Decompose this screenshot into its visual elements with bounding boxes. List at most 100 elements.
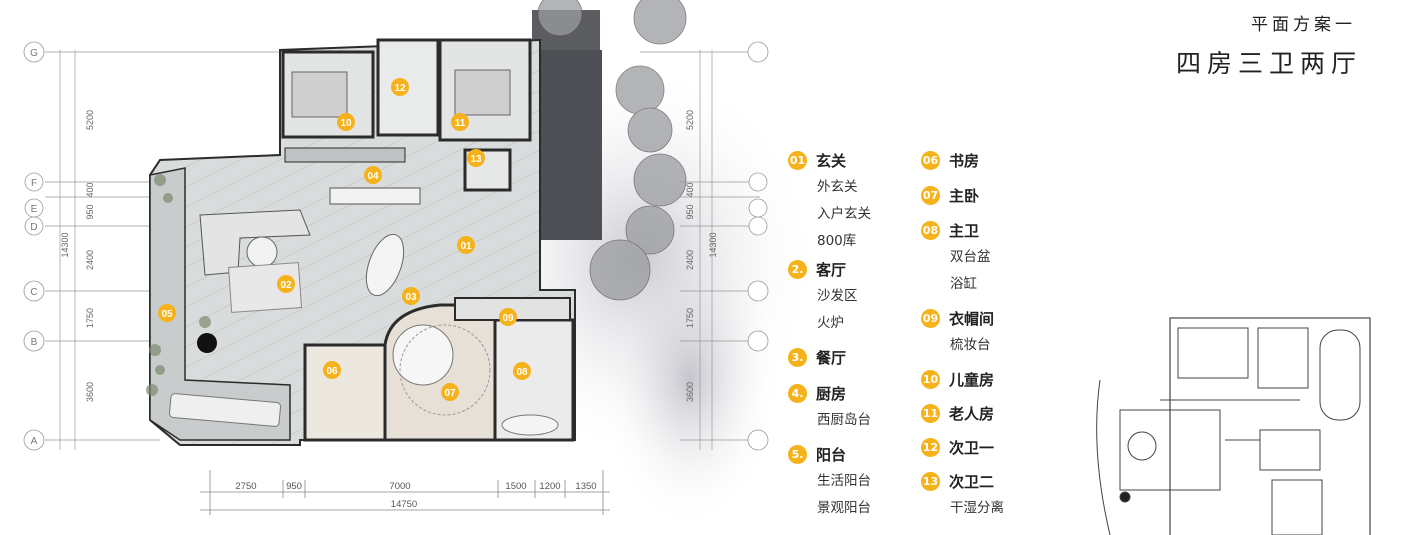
legend-sub: 生活阳台 <box>817 473 871 489</box>
legend-badge: 4. <box>788 383 807 403</box>
svg-text:13: 13 <box>470 154 482 165</box>
svg-text:11: 11 <box>455 118 466 129</box>
axis-circles-right <box>747 41 769 451</box>
marker-02: 02 <box>277 275 295 293</box>
legend-sub: 西厨岛台 <box>817 412 871 428</box>
marker-11: 11 <box>451 113 469 131</box>
bed-11 <box>454 69 511 116</box>
room-13 <box>463 148 512 192</box>
legend-item: 06 书房 <box>921 146 1004 174</box>
legend-name: 玄关 <box>816 151 847 170</box>
axis-label: B <box>31 337 38 348</box>
plan-title: 四房三卫两厅 <box>1175 49 1362 78</box>
legend-item: 12 次卫一 <box>921 433 1004 461</box>
legend-badge: 06 <box>921 150 940 170</box>
plan-subtitle: 平面方案一 <box>1251 15 1356 35</box>
plants <box>146 174 211 396</box>
dim-right: 5200 <box>685 110 695 130</box>
terrace-deck <box>540 50 602 240</box>
marker-01: 01 <box>457 236 475 254</box>
legend-name: 次卫二 <box>949 472 995 491</box>
legend-item: 4. 厨房 <box>788 379 871 407</box>
svg-text:05: 05 <box>161 309 173 320</box>
dim-right: 3600 <box>685 382 695 402</box>
trees <box>537 0 687 301</box>
svg-text:03: 03 <box>405 292 417 303</box>
dim-right: 950 <box>685 204 695 219</box>
marker-09: 09 <box>499 308 517 326</box>
svg-text:12: 12 <box>394 83 406 94</box>
legend-name: 次卫一 <box>949 438 995 457</box>
dim-bottom: 1200 <box>539 481 560 492</box>
dim-total-bottom: 14750 <box>391 499 417 510</box>
marker-05: 05 <box>158 304 176 322</box>
legend-name: 儿童房 <box>949 370 995 389</box>
legend-name: 书房 <box>949 151 980 170</box>
svg-text:07: 07 <box>444 388 456 399</box>
dim-left: 950 <box>85 204 95 219</box>
axis-circles-left <box>23 41 45 451</box>
legend-item: 09 衣帽间 <box>921 304 1004 332</box>
marker-13: 13 <box>467 149 485 167</box>
svg-text:01: 01 <box>460 241 472 252</box>
svg-text:09: 09 <box>502 313 514 324</box>
marker-12: 12 <box>391 78 409 96</box>
legend-badge: 12 <box>921 437 940 457</box>
dim-right: 400 <box>685 182 695 197</box>
legend-item: 2. 客厅 <box>788 255 871 283</box>
legend-item: 5. 阳台 <box>788 440 871 468</box>
marker-10: 10 <box>337 113 355 131</box>
legend-left: 01 玄关 外玄关 入户玄关 800库 2. 客厅 沙发区 火炉 3. 餐厅 4… <box>788 146 871 522</box>
right-axis-grid <box>640 50 760 450</box>
legend-badge: 10 <box>921 369 940 389</box>
marker-03: 03 <box>402 287 420 305</box>
legend-badge: 13 <box>921 471 940 491</box>
kitchen-counter <box>284 147 406 163</box>
dim-left: 1750 <box>85 308 95 328</box>
legend-item: 08 主卫 <box>921 216 1004 244</box>
svg-text:10: 10 <box>340 118 352 129</box>
legend-item: 01 玄关 <box>788 146 871 174</box>
dim-total-right: 14300 <box>708 232 718 257</box>
marker-08: 08 <box>513 362 531 380</box>
sofa <box>199 209 311 276</box>
svg-text:06: 06 <box>326 366 338 377</box>
bed-10 <box>291 71 348 118</box>
legend-name: 老人房 <box>949 404 995 423</box>
dim-left: 2400 <box>85 250 95 270</box>
legend-item: 10 儿童房 <box>921 365 1004 393</box>
svg-text:02: 02 <box>280 280 292 291</box>
axis-label: E <box>31 204 38 215</box>
dining-table <box>365 233 405 297</box>
legend-badge: 2. <box>788 259 807 279</box>
legend-name: 衣帽间 <box>949 309 995 328</box>
legend-badge: 01 <box>788 150 807 170</box>
legend-sub: 800库 <box>817 233 857 249</box>
legend-name: 客厅 <box>816 260 847 279</box>
legend-sub: 火炉 <box>817 315 844 331</box>
legend-badge: 3. <box>788 347 807 367</box>
legend-right: 06 书房 07 主卧 08 主卫 双台盆 浴缸 09 衣帽间 梳妆台 10 儿… <box>921 146 1004 522</box>
lounge-chair <box>168 393 282 427</box>
legend-badge: 07 <box>921 185 940 205</box>
dim-bottom: 1350 <box>575 481 596 492</box>
dim-right: 2400 <box>685 250 695 270</box>
marker-06: 06 <box>323 361 341 379</box>
dim-bottom: 7000 <box>389 481 410 492</box>
fireplace <box>197 333 217 353</box>
axis-label: F <box>31 178 37 189</box>
legend-sub: 浴缸 <box>950 276 977 292</box>
legend-sub: 外玄关 <box>817 179 858 195</box>
dim-right: 1750 <box>685 308 695 328</box>
legend-sub: 景观阳台 <box>817 500 871 516</box>
axis-label: C <box>30 287 37 298</box>
legend-name: 主卧 <box>949 186 980 205</box>
legend-badge: 08 <box>921 220 940 240</box>
legend-sub: 干湿分离 <box>950 500 1004 516</box>
bottom-dimension-lines <box>200 470 610 515</box>
round-rug <box>399 324 491 416</box>
dim-left: 400 <box>85 182 95 197</box>
legend-sub: 入户玄关 <box>817 206 871 222</box>
dim-bottom: 1500 <box>505 481 526 492</box>
bathtub <box>501 414 559 436</box>
